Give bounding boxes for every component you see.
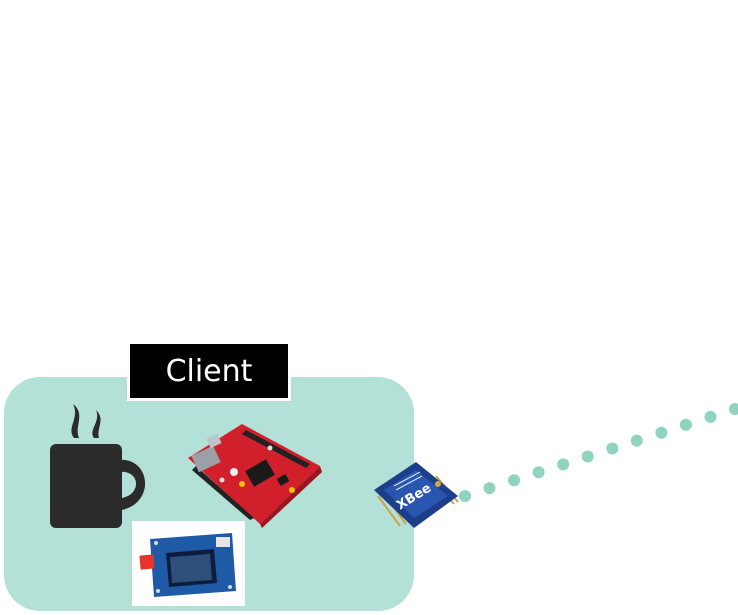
link-dot <box>532 466 545 479</box>
lcd-display-module-image <box>132 521 245 606</box>
link-dot <box>483 482 496 495</box>
microcontroller-board-image <box>188 424 322 528</box>
link-dot <box>729 403 738 415</box>
link-dot <box>581 450 594 463</box>
xbee-radio-module-image: XBee <box>374 462 459 528</box>
link-dot <box>606 442 619 455</box>
coffee-mug-icon <box>50 404 146 528</box>
client-label: Client <box>127 341 291 401</box>
link-dot <box>508 474 521 487</box>
link-dot <box>704 410 717 423</box>
link-dot <box>679 418 692 431</box>
link-dot <box>630 434 643 447</box>
link-dot <box>655 426 668 439</box>
link-dot <box>557 458 570 471</box>
